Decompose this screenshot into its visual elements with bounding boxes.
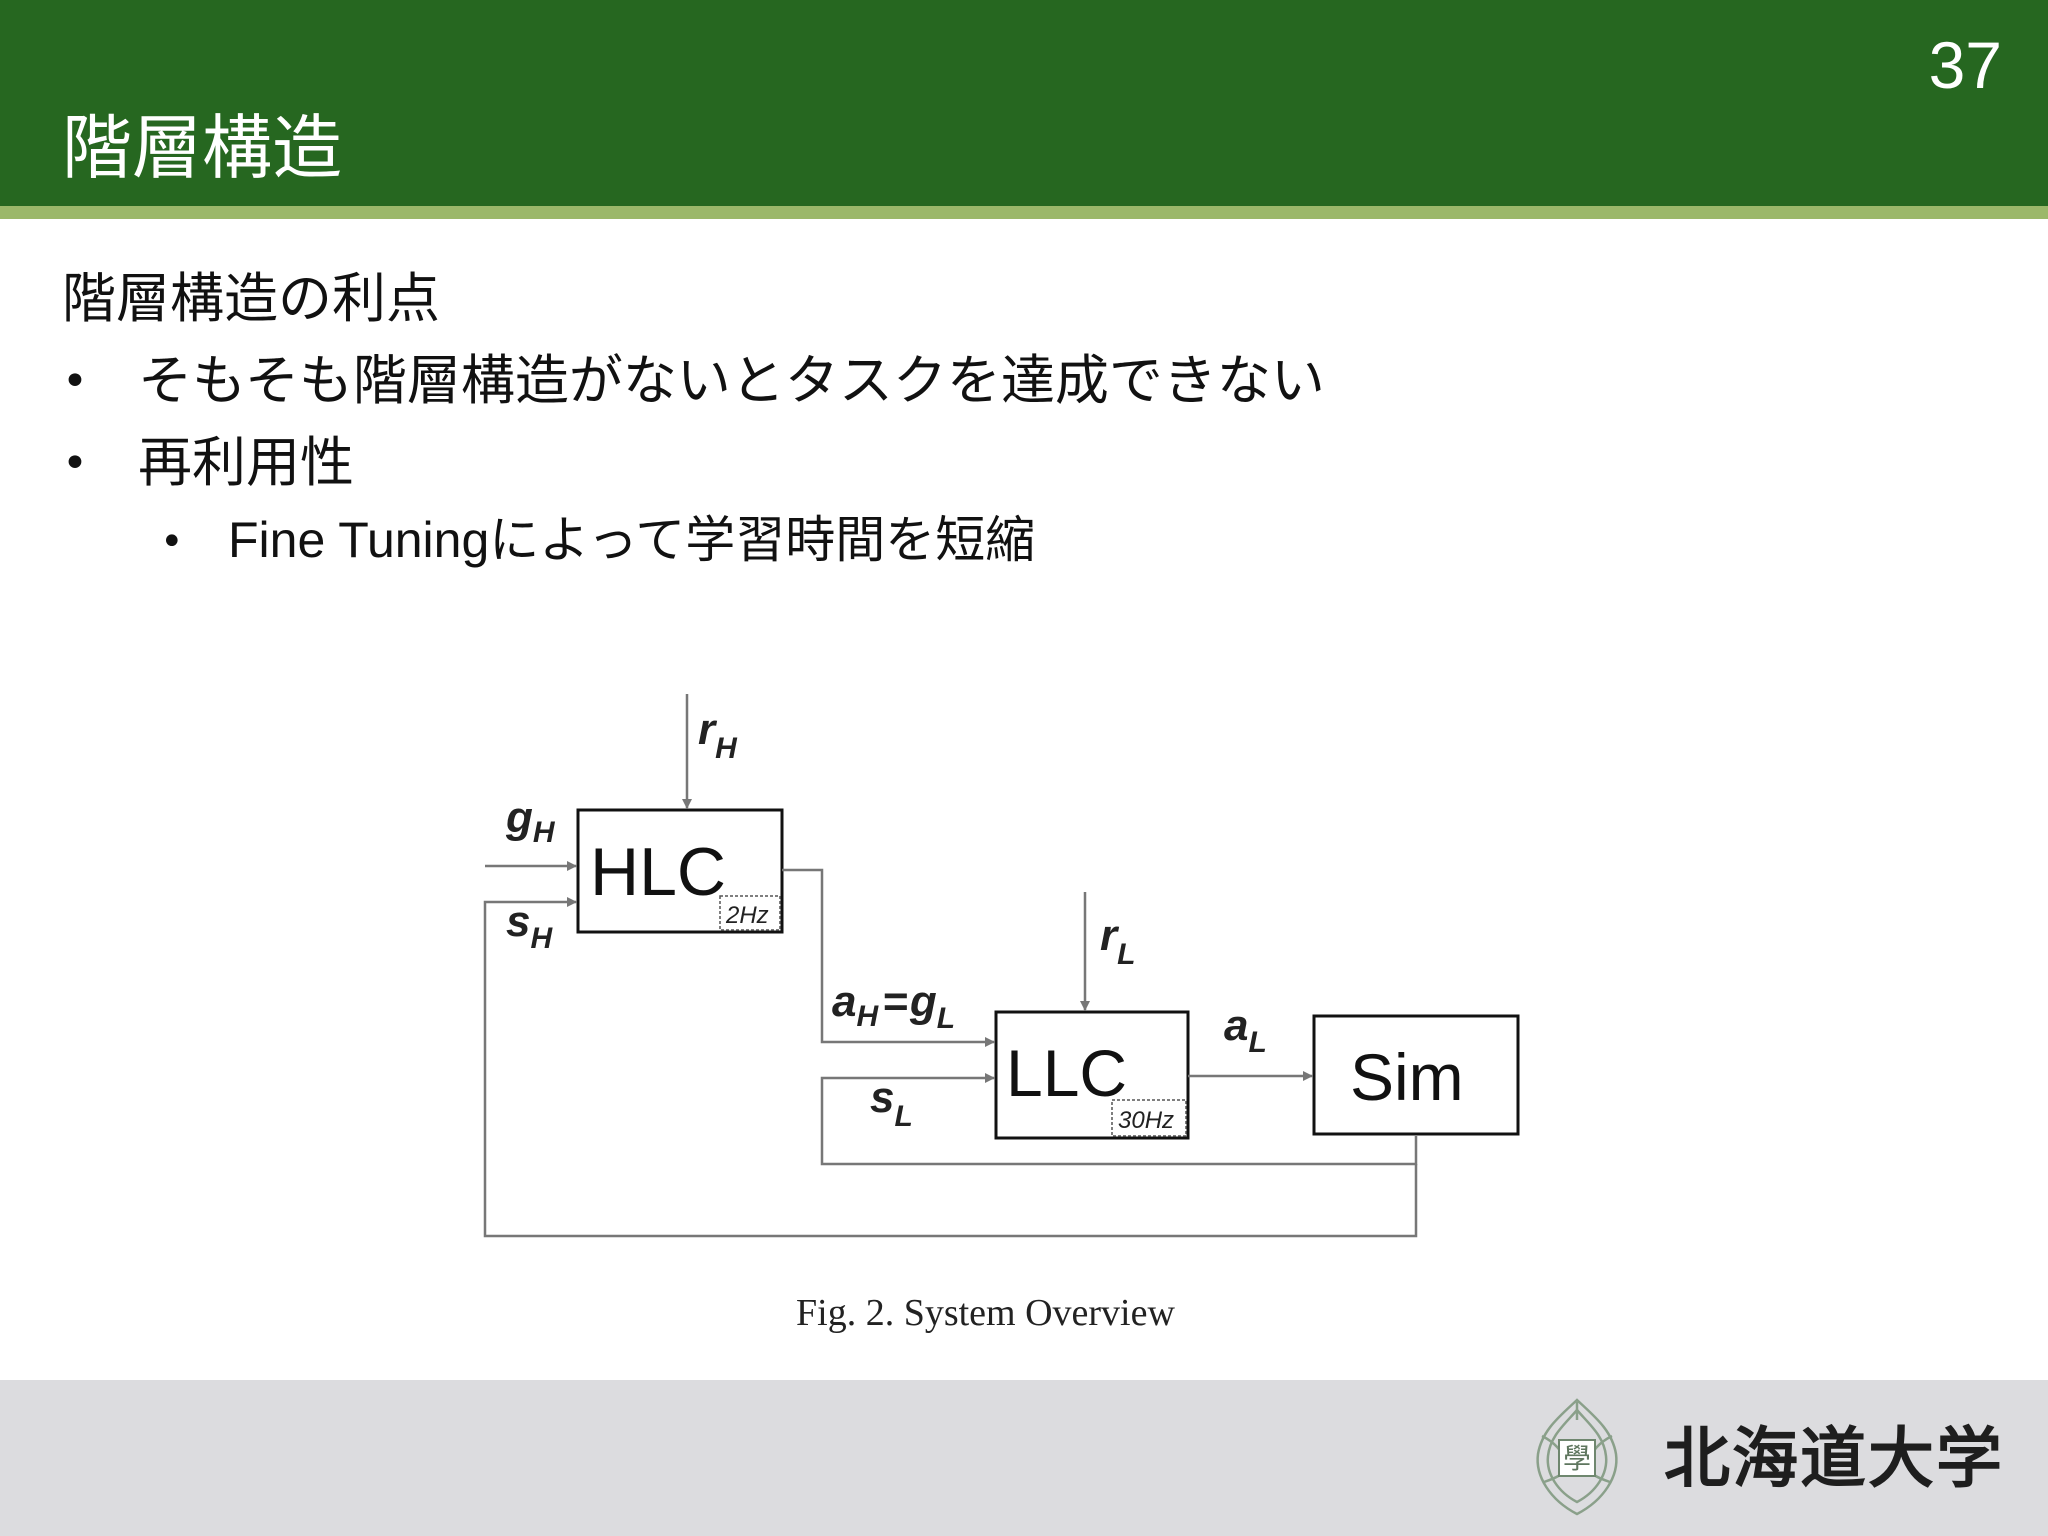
s-l-feedback-arrow — [820, 1073, 1418, 1166]
system-diagram: HLC 2Hz LLC 30Hz Sim rH gH sH rL aH=gL s… — [483, 694, 1520, 1238]
sub-bullet-japanese: によって学習時間を短縮 — [489, 511, 1036, 569]
footer-bar — [0, 1380, 2048, 1536]
s-l-label: sL — [870, 1073, 913, 1133]
g-h-label: gH — [505, 793, 556, 849]
g-l-base: g — [909, 977, 937, 1026]
s-h-base: s — [506, 897, 530, 946]
g-h-base: g — [505, 793, 533, 842]
a-h-base: a — [832, 977, 856, 1026]
page-number: 37 — [1928, 28, 2002, 102]
s-l-base: s — [870, 1073, 894, 1122]
sub-bullet-latin: Fine Tuning — [228, 512, 490, 568]
figure-caption: Fig. 2. System Overview — [796, 1292, 1175, 1334]
llc-rate-box — [1111, 1099, 1187, 1137]
a-l-sub: L — [1248, 1026, 1266, 1059]
r-h-base: r — [698, 705, 718, 754]
equals-sign: = — [882, 977, 908, 1026]
r-h-sub: H — [715, 732, 738, 765]
s-h-feedback-arrow — [483, 897, 1418, 1238]
hlc-rate-box — [719, 895, 781, 931]
a-l-label: aL — [1224, 1001, 1267, 1059]
hlc-rate-label: 2Hz — [725, 902, 769, 929]
a-h-to-llc-arrow — [782, 868, 995, 1047]
bullet-item: 再利用性 — [138, 431, 354, 494]
bullet-item: そもそも階層構造がないとタスクを達成できない — [138, 349, 1325, 412]
r-l-sub: L — [1117, 938, 1135, 971]
s-h-sub: H — [530, 922, 553, 955]
a-h-sub: H — [856, 1000, 879, 1033]
g-h-sub: H — [533, 816, 556, 849]
header-bar: 階層構造 37 — [0, 0, 2048, 206]
sub-bullet-mark: • — [160, 519, 184, 565]
a-h-g-l-label: aH=gL — [832, 977, 955, 1035]
a-l-base: a — [1224, 1001, 1248, 1050]
university-emblem-icon: 學 — [1536, 1398, 1618, 1516]
sim-label: Sim — [1350, 1040, 1464, 1114]
slide-title: 階層構造 — [62, 107, 342, 189]
header-divider — [0, 206, 2048, 219]
r-l-label: rL — [1100, 911, 1135, 971]
llc-rate-label: 30Hz — [1118, 1107, 1174, 1134]
r-l-base: r — [1100, 911, 1120, 960]
emblem-lettering: 學 — [1563, 1442, 1591, 1475]
s-l-sub: L — [894, 1100, 912, 1133]
r-h-label: rH — [698, 705, 738, 765]
bullet-mark: • — [62, 356, 88, 407]
g-l-sub: L — [937, 1002, 955, 1035]
sim-block — [1312, 1014, 1520, 1136]
university-logo-text: 北海道大学 — [1664, 1419, 2004, 1497]
s-h-label: sH — [506, 897, 553, 955]
llc-label: LLC — [1006, 1036, 1127, 1110]
sub-bullet-item: Fine Tuningによって学習時間を短縮 — [228, 508, 1035, 572]
section-heading: 階層構造の利点 — [62, 267, 440, 330]
hlc-label: HLC — [590, 834, 726, 910]
bullet-mark: • — [62, 438, 88, 489]
